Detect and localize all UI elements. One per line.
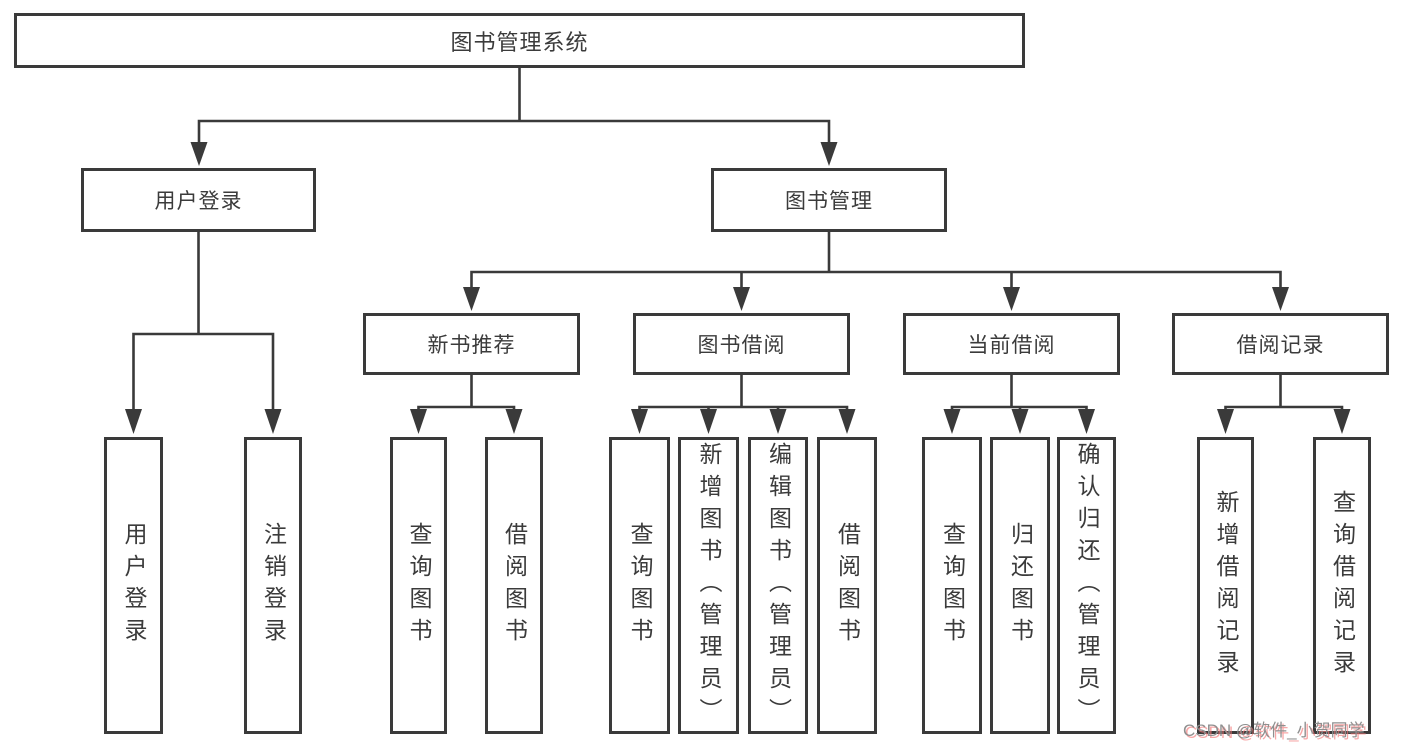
connector-new-books-to-leaves	[410, 373, 523, 434]
leaf-user-login: 用户登录	[104, 437, 163, 734]
connector-book-mgmt-to-sections	[463, 230, 1289, 311]
leaf-logout: 注销登录	[244, 437, 302, 734]
arrowhead	[700, 409, 717, 434]
arrowhead	[190, 142, 208, 166]
connector-current-borrow-to-leaves	[943, 373, 1095, 434]
arrowhead	[463, 287, 480, 311]
arrowhead	[1217, 409, 1234, 434]
csdn-watermark: CSDN @软件_小贺同学	[1183, 721, 1365, 740]
node-new-book-recommend: 新书推荐	[363, 313, 580, 375]
arrowhead	[410, 409, 427, 434]
leaf-borrowing-edit-books-admin: 编辑图书（管理员）	[748, 437, 808, 734]
leaf-newbooks-borrow-books: 借阅图书	[485, 437, 543, 734]
leaf-records-add-record: 新增借阅记录	[1197, 437, 1254, 734]
arrowhead	[1011, 409, 1029, 434]
arrowhead	[1272, 287, 1289, 311]
arrowhead	[820, 142, 838, 166]
leaf-borrowing-add-books-admin: 新增图书（管理员）	[678, 437, 739, 734]
arrowhead	[733, 287, 750, 311]
leaf-current-query-books: 查询图书	[922, 437, 982, 734]
arrowhead	[631, 409, 648, 434]
arrowhead	[1078, 409, 1095, 434]
node-book-borrowing: 图书借阅	[633, 313, 850, 375]
arrowhead	[125, 409, 142, 434]
arrowhead	[505, 409, 523, 434]
node-root-system: 图书管理系统	[14, 13, 1025, 68]
leaf-current-return-books: 归还图书	[990, 437, 1050, 734]
arrowhead	[838, 409, 856, 434]
connector-root-to-level2	[190, 66, 838, 166]
arrowhead	[943, 409, 961, 434]
node-current-borrowing: 当前借阅	[903, 313, 1120, 375]
node-borrowing-records: 借阅记录	[1172, 313, 1389, 375]
connector-user-login-to-leaves	[125, 230, 282, 434]
connector-book-borrow-to-leaves	[631, 373, 856, 434]
leaf-borrowing-query-books: 查询图书	[609, 437, 670, 734]
arrowhead	[1333, 409, 1351, 434]
leaf-newbooks-query-books: 查询图书	[390, 437, 447, 734]
arrowhead	[769, 409, 787, 434]
connector-borrow-records-to-leaves	[1217, 373, 1351, 434]
leaf-borrowing-borrow-books: 借阅图书	[817, 437, 877, 734]
arrowhead	[264, 409, 282, 434]
leaf-records-query-record: 查询借阅记录	[1313, 437, 1371, 734]
node-book-management: 图书管理	[711, 168, 947, 232]
node-user-login: 用户登录	[81, 168, 316, 232]
arrowhead	[1003, 287, 1020, 311]
leaf-current-confirm-return-admin: 确认归还（管理员）	[1057, 437, 1116, 734]
